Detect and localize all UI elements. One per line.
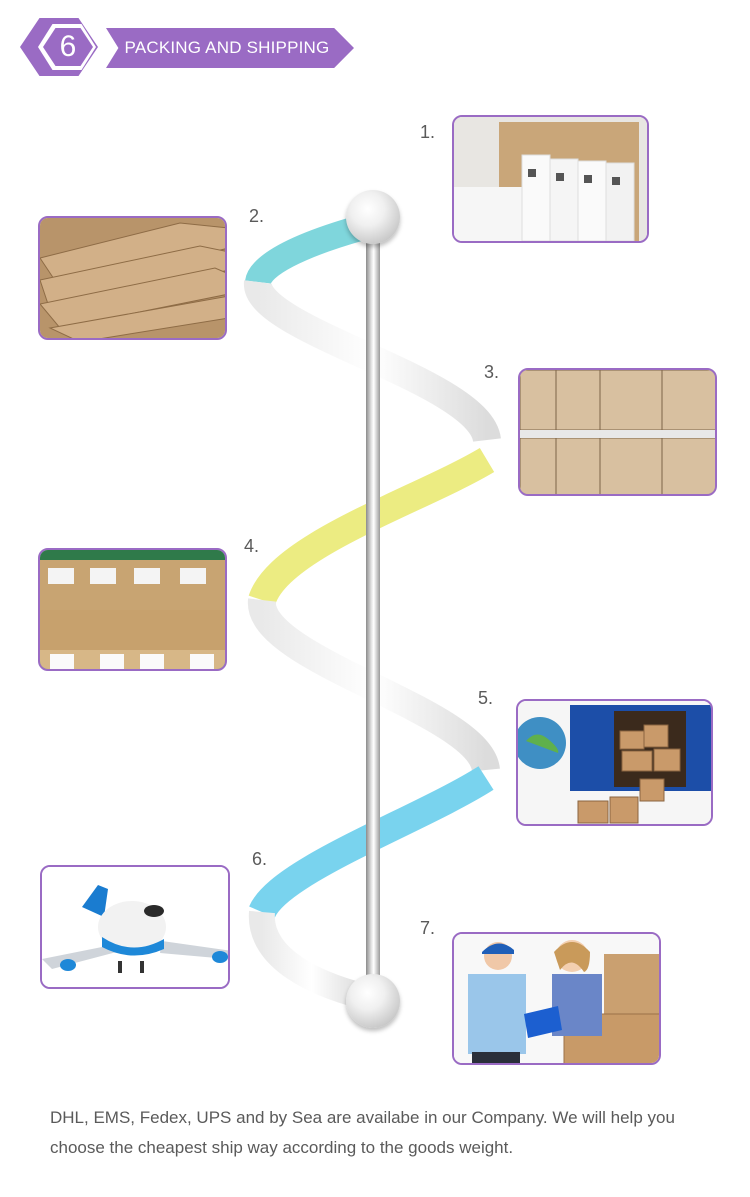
center-pole [366,222,380,1000]
step-7-photo [452,932,661,1065]
step-6-label: 6. [252,849,268,869]
ribbon-blue-segment [249,766,494,919]
step-4-photo [38,548,227,671]
step-5-photo [516,699,713,826]
ribbon-yellow-segment [248,447,495,606]
section-header: 6 PACKING AND SHIPPING [20,18,360,78]
step-2-label: 2. [249,206,265,226]
title-arrow-banner [106,28,354,68]
step-1-label: 1. [420,122,436,142]
boxed-products-image [454,117,647,241]
step-5-label: 5. [478,688,494,708]
warehouse-line-image [40,550,225,669]
step-3-photo [518,368,717,496]
step-7-label: 7. [420,918,436,938]
carton-dividers-image [40,218,225,338]
section-title: PACKING AND SHIPPING [124,38,330,57]
shipping-info-text: DHL, EMS, Fedex, UPS and by Sea are avai… [50,1108,675,1157]
truck-loading-image [518,701,711,824]
courier-delivery-image [454,934,659,1063]
step-1-photo [452,115,649,243]
pole-top-ball [346,190,400,244]
pole-bottom-ball [346,974,400,1028]
step-6-photo [40,865,230,989]
step-2-photo [38,216,227,340]
airplane-image [42,867,228,987]
stacked-cartons-image [520,370,715,494]
ribbon-cyan-segment [245,215,364,286]
step-3-label: 3. [484,362,500,382]
ribbon-white-segment-3 [248,910,366,1009]
step-4-label: 4. [244,536,260,556]
